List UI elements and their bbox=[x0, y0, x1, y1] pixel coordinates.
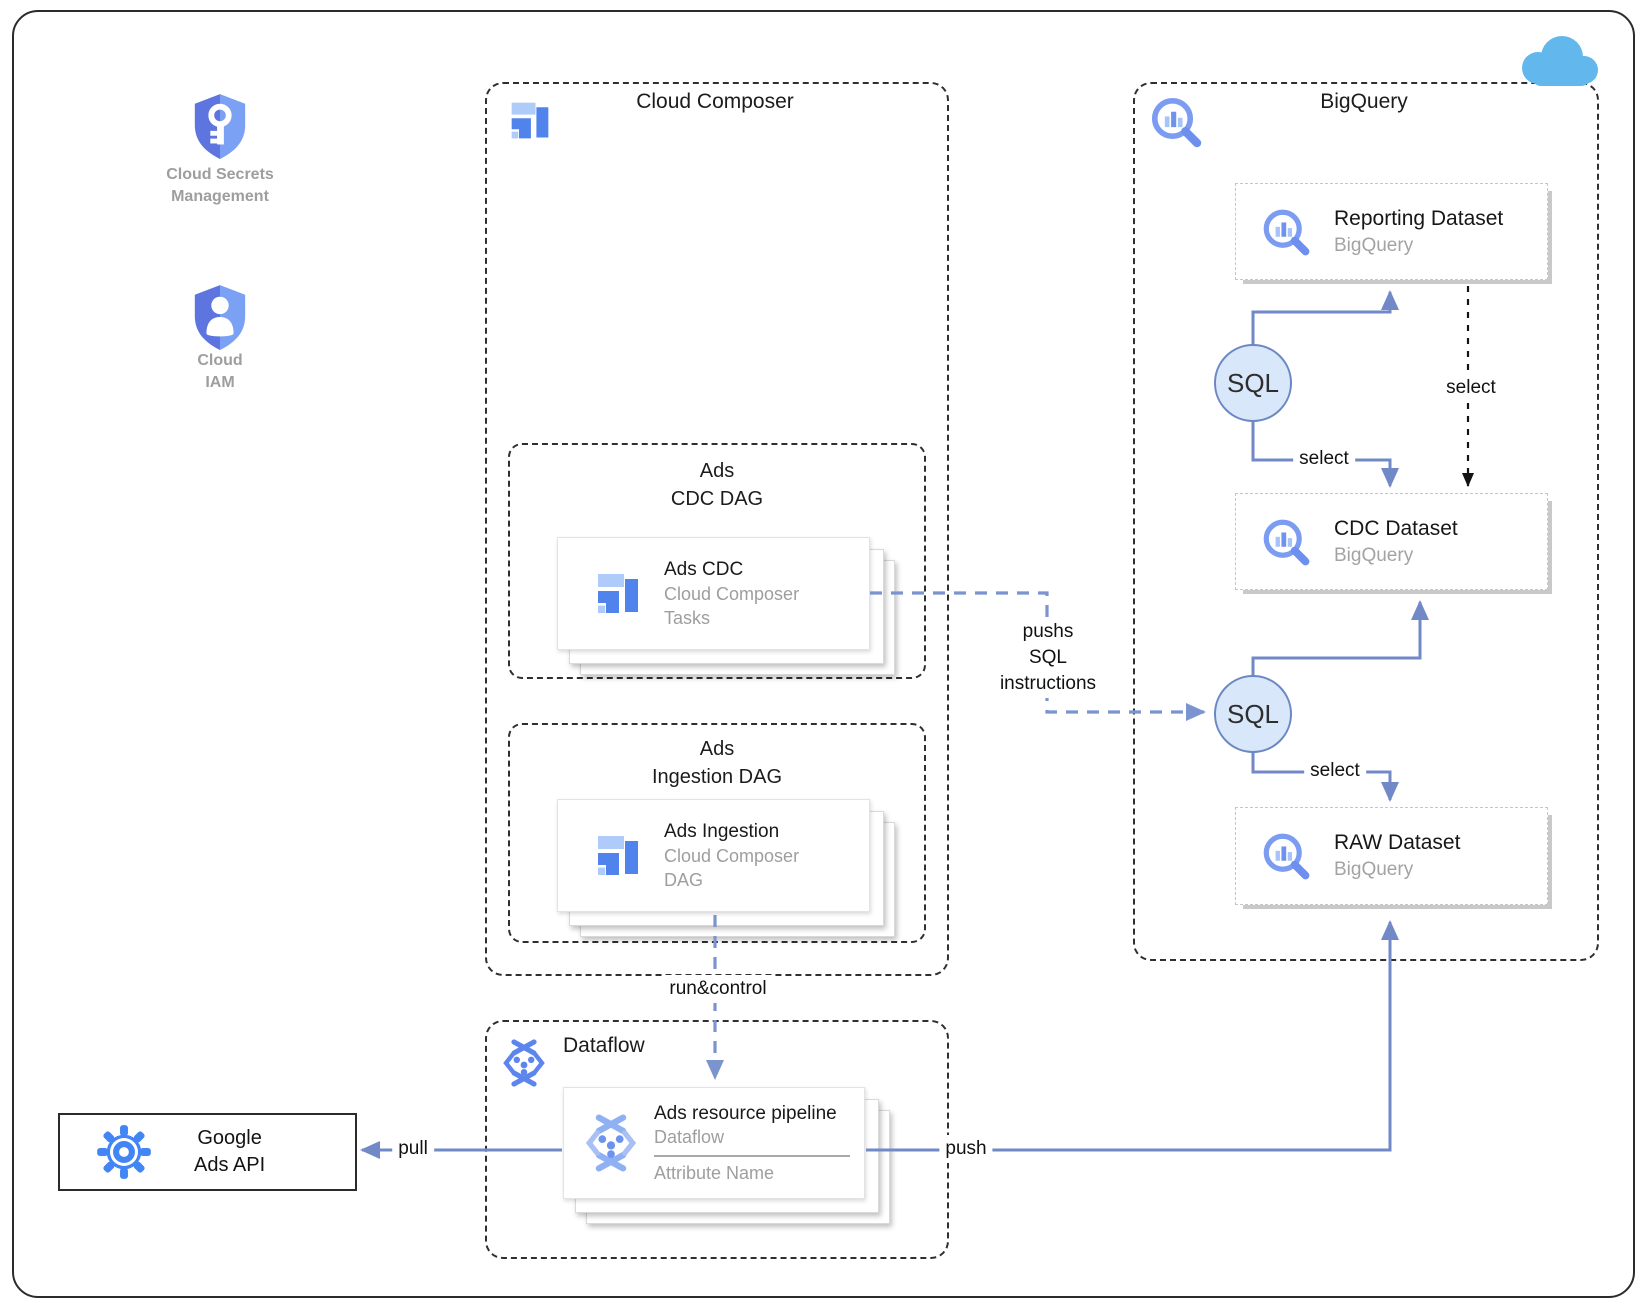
cloud-secrets-shield-icon bbox=[194, 94, 246, 159]
cloud-iam-label: Cloud IAM bbox=[197, 352, 243, 391]
ads-ingestion-dag-title: Ads Ingestion DAG bbox=[651, 738, 783, 788]
bigquery-icon bbox=[1263, 519, 1310, 565]
reporting-dataset-box: Reporting Dataset BigQuery bbox=[1235, 183, 1548, 280]
cloud-composer-icon bbox=[598, 573, 638, 613]
card-title: Ads CDC bbox=[664, 558, 744, 580]
edge-label-run-control: run&control bbox=[663, 975, 773, 1003]
dataset-title: Reporting Dataset bbox=[1334, 206, 1504, 230]
edge-label-push: push bbox=[939, 1135, 993, 1163]
card-title: Ads resource pipeline bbox=[654, 1102, 837, 1124]
bigquery-icon bbox=[1263, 209, 1310, 255]
dataflow-title: Dataflow bbox=[563, 1034, 645, 1057]
ads-cdc-card: Ads CDC Cloud Composer Tasks bbox=[557, 537, 870, 650]
google-ads-api-box: Google Ads API bbox=[58, 1113, 357, 1191]
edge-label-pull: pull bbox=[392, 1135, 434, 1163]
edge-label-select: select bbox=[1293, 445, 1355, 473]
card-subtitle: Cloud Composer bbox=[664, 845, 800, 866]
cdc-dataset-box: CDC Dataset BigQuery bbox=[1235, 493, 1548, 590]
dataset-title: RAW Dataset bbox=[1334, 831, 1461, 854]
card-title: Ads Ingestion bbox=[664, 820, 780, 842]
raw-dataset-box: RAW Dataset BigQuery bbox=[1235, 807, 1548, 905]
ads-cdc-dag-title: Ads CDC DAG bbox=[670, 460, 764, 510]
card-subtitle: Tasks bbox=[664, 607, 711, 628]
edge-label-select: select bbox=[1440, 374, 1502, 402]
dataflow-icon bbox=[503, 1039, 545, 1087]
card-divider bbox=[654, 1154, 850, 1157]
dataset-subtitle: BigQuery bbox=[1334, 234, 1414, 256]
google-ads-api-label: Google Ads API bbox=[194, 1127, 266, 1176]
cloud-composer-icon bbox=[511, 102, 549, 139]
bigquery-title: BigQuery bbox=[1320, 90, 1408, 113]
ads-cdc-card-stack: Ads CDC Cloud Composer Tasks bbox=[557, 537, 895, 675]
dataflow-card-stack: Ads resource pipeline Dataflow Attribute… bbox=[563, 1087, 890, 1224]
sql-node-top: SQL bbox=[1214, 344, 1292, 422]
gear-icon bbox=[97, 1125, 151, 1179]
bigquery-icon bbox=[1263, 833, 1310, 880]
ads-cdc-dag-box: Ads CDC DAG bbox=[508, 443, 926, 679]
edge-label-select: select bbox=[1304, 757, 1366, 785]
cloud-secrets-label: Cloud Secrets Management bbox=[166, 166, 274, 205]
bigquery-container bbox=[1133, 82, 1599, 961]
bigquery-icon bbox=[1151, 97, 1202, 148]
card-attribute: Attribute Name bbox=[654, 1162, 775, 1183]
ads-ingestion-dag-box: Ads Ingestion DAG bbox=[508, 723, 926, 943]
dataflow-icon bbox=[585, 1114, 637, 1172]
cloud-composer-title: Cloud Composer bbox=[636, 90, 794, 113]
outer-frame bbox=[12, 10, 1635, 1298]
cloud-iam-shield-icon bbox=[194, 285, 246, 350]
cloud-icon bbox=[1522, 36, 1598, 86]
edge-label-pushs-sql-instructions: pushs SQL instructions bbox=[993, 618, 1103, 698]
dataset-subtitle: BigQuery bbox=[1334, 859, 1414, 880]
card-subtitle: Cloud Composer bbox=[664, 583, 800, 604]
ads-ingestion-card: Ads Ingestion Cloud Composer DAG bbox=[557, 799, 870, 912]
sql-node-bottom: SQL bbox=[1214, 675, 1292, 753]
card-subtitle: DAG bbox=[664, 869, 704, 890]
dataflow-card: Ads resource pipeline Dataflow Attribute… bbox=[563, 1087, 865, 1199]
cloud-composer-icon bbox=[598, 835, 638, 875]
ads-ingestion-card-stack: Ads Ingestion Cloud Composer DAG bbox=[557, 799, 895, 937]
card-subtitle: Dataflow bbox=[654, 1126, 725, 1147]
dataset-title: CDC Dataset bbox=[1334, 516, 1458, 540]
dataset-subtitle: BigQuery bbox=[1334, 544, 1414, 566]
